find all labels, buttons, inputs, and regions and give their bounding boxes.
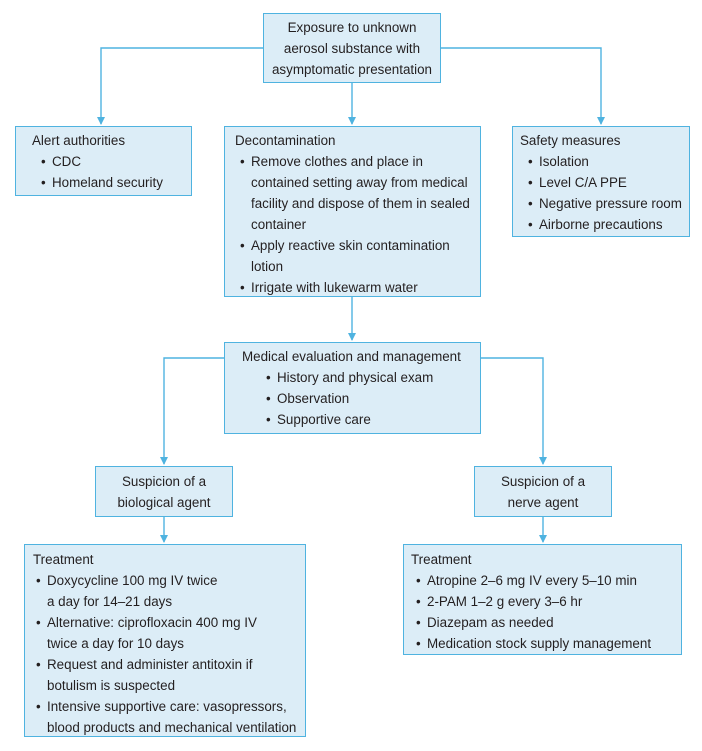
medical-evaluation-box: Medical evaluation and management Histor…	[224, 342, 481, 434]
biological-treatment-item: Alternative: ciprofloxacin 400 mg IV twi…	[33, 612, 305, 654]
exposure-line: Exposure to unknown	[287, 20, 417, 35]
biological-treatment-item: Request and administer antitoxin if botu…	[33, 654, 305, 696]
biological-treatment-item: Intensive supportive care: vasopressors,…	[33, 696, 305, 738]
safety-item: Airborne precautions	[525, 214, 689, 235]
nerve-treatment-item: Atropine 2–6 mg IV every 5–10 min	[413, 570, 681, 591]
safety-measures-title: Safety measures	[520, 133, 621, 148]
nerve-suspicion-box: Suspicion of a nerve agent	[474, 466, 612, 517]
medical-item: History and physical exam	[263, 367, 480, 388]
medical-evaluation-title: Medical evaluation and management	[242, 349, 461, 364]
biological-suspicion-line: Suspicion of a	[121, 474, 207, 489]
nerve-treatment-box: Treatment Atropine 2–6 mg IV every 5–10 …	[403, 544, 682, 655]
alert-authorities-box: Alert authorities CDC Homeland security	[15, 126, 192, 196]
arrow-to-alert	[97, 47, 263, 125]
biological-treatment-box: Treatment Doxycycline 100 mg IV twice a …	[24, 544, 306, 737]
decontamination-title: Decontamination	[235, 133, 336, 148]
decontamination-item: Apply reactive skin contamination lotion	[237, 235, 480, 277]
safety-item: Isolation	[525, 151, 689, 172]
decontamination-box: Decontamination Remove clothes and place…	[224, 126, 481, 298]
medical-item: Supportive care	[263, 409, 480, 430]
decontamination-item: Remove clothes and place in contained se…	[237, 151, 480, 235]
safety-measures-box: Safety measures Isolation Level C/A PPE …	[512, 126, 690, 237]
alert-item: CDC	[38, 151, 191, 172]
nerve-treatment-title: Treatment	[411, 552, 472, 567]
biological-treatment-title: Treatment	[33, 552, 94, 567]
alert-item: Homeland security	[38, 172, 191, 193]
nerve-suspicion-line: Suspicion of a	[500, 474, 586, 489]
decontamination-item: Irrigate with lukewarm water	[237, 277, 480, 298]
biological-suspicion-line: biological agent	[117, 495, 211, 510]
arrow-to-safety	[441, 47, 605, 125]
safety-item: Negative pressure room	[525, 193, 689, 214]
alert-authorities-title: Alert authorities	[32, 133, 126, 148]
nerve-treatment-item: 2-PAM 1–2 g every 3–6 hr	[413, 591, 681, 612]
exposure-line: asymptomatic presentation	[271, 62, 433, 77]
nerve-treatment-item: Medication stock supply management	[413, 633, 681, 654]
nerve-treatment-item: Diazepam as needed	[413, 612, 681, 633]
nerve-suspicion-line: nerve agent	[507, 495, 579, 510]
safety-item: Level C/A PPE	[525, 172, 689, 193]
biological-treatment-item: Doxycycline 100 mg IV twice a day for 14…	[33, 570, 305, 612]
biological-suspicion-box: Suspicion of a biological agent	[95, 466, 233, 517]
medical-item: Observation	[263, 388, 480, 409]
exposure-box: Exposure to unknown aerosol substance wi…	[263, 13, 441, 83]
exposure-line: aerosol substance with	[283, 41, 421, 56]
